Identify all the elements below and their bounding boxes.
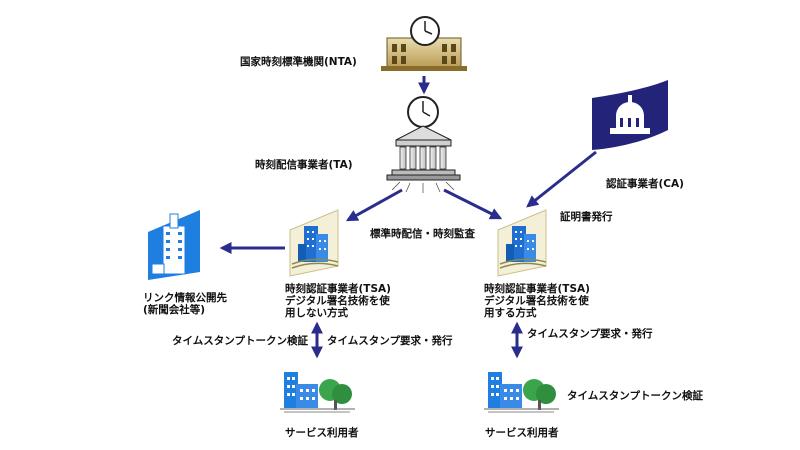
edge-label-right-request: タイムスタンプ要求・発行 [527, 328, 653, 340]
ta-building-icon [386, 96, 461, 193]
ta-label: 時刻配信事業者(TA) [255, 159, 353, 171]
user-right-building-icon [484, 372, 559, 413]
edge-label-left-verify: タイムスタンプトークン検証 [172, 335, 308, 347]
tsa-right-label: 時刻認証事業者(TSA) デジタル署名技術を使 用する方式 [484, 283, 590, 319]
ca-label: 認証事業者(CA) [606, 178, 684, 190]
ca-capitol-icon [592, 80, 668, 150]
edge-label-cert-issue: 証明書発行 [560, 211, 613, 223]
user-right-label: サービス利用者 [485, 427, 559, 439]
user-left-label: サービス利用者 [285, 427, 359, 439]
edge-label-time-distribution: 標準時配信・時刻監査 [370, 228, 475, 240]
nta-label: 国家時刻標準機関(NTA) [240, 56, 357, 68]
arrow-ca-to-tsa-right [526, 150, 597, 208]
arrow-ta-to-tsa-right [443, 188, 503, 220]
user-left-building-icon [280, 372, 355, 413]
edge-label-left-request: タイムスタンプ要求・発行 [327, 335, 453, 347]
arrow-ta-to-tsa-left [345, 188, 403, 222]
edge-label-right-verify: タイムスタンプトークン検証 [567, 390, 703, 402]
link-label: リンク情報公開先 (新聞会社等) [143, 292, 227, 316]
tsa-left-building-icon [289, 209, 339, 277]
tsa-left-label: 時刻認証事業者(TSA) デジタル署名技術を使 用しない方式 [285, 283, 391, 319]
newspaper-building-icon [148, 210, 200, 280]
nta-building-icon [381, 16, 467, 71]
tsa-right-building-icon [497, 209, 547, 277]
